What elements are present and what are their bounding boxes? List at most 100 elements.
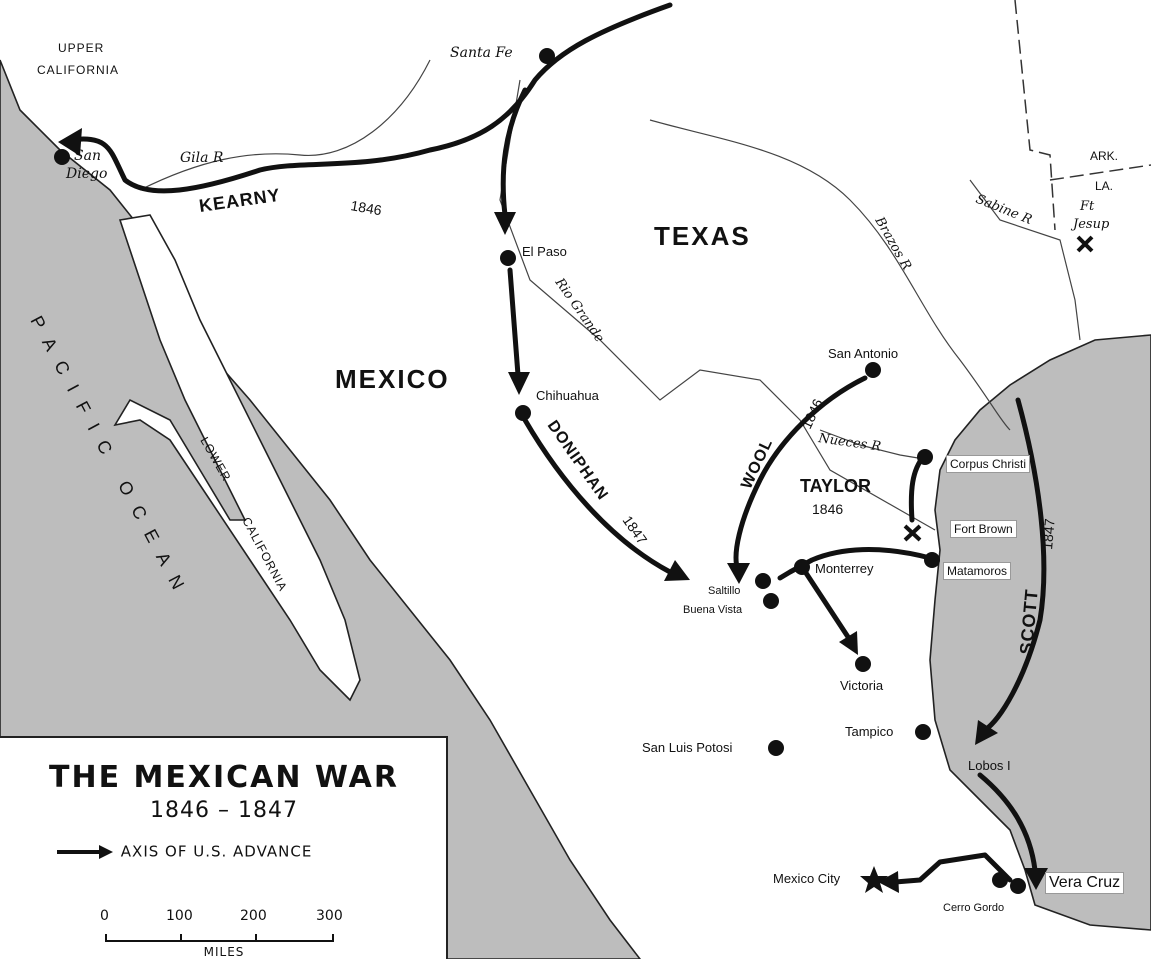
monterrey-label: Monterrey <box>815 561 874 576</box>
doniphan-route-chihuahua <box>507 267 521 378</box>
scott-arrowhead <box>878 871 899 893</box>
upper-california-label: UPPER <box>58 41 104 55</box>
nueces-river-label: Nueces R <box>816 431 882 455</box>
san-antonio-dot <box>865 362 881 378</box>
san-diego-label: San <box>74 148 101 164</box>
sabine-river <box>969 179 1081 341</box>
doniphan-route-north <box>500 87 528 218</box>
wool-arrowhead <box>727 563 750 584</box>
doniphan-arrowhead <box>508 372 530 395</box>
nueces-river <box>819 429 931 461</box>
buena-vista-label: Buena Vista <box>683 604 743 616</box>
scott-route-inland <box>892 852 1013 885</box>
scott-route-north <box>982 397 1047 733</box>
chihuahua-dot <box>515 405 531 421</box>
scott-year-label: 1847 <box>1039 518 1058 551</box>
mexico-city-label: Mexico City <box>773 871 841 886</box>
kearny-label: KEARNY <box>198 185 282 216</box>
wool-route <box>733 375 868 573</box>
legend-arrow-row: AXIS OF U.S. ADVANCE <box>55 842 312 862</box>
upper-california-label: CALIFORNIA <box>37 63 119 77</box>
la-label: LA. <box>1095 179 1113 193</box>
scott-arrowhead <box>975 720 998 745</box>
mexico-city-star <box>860 866 888 893</box>
chihuahua-label: Chihuahua <box>536 388 600 403</box>
tampico-dot <box>915 724 931 740</box>
fort-brown-label: Fort Brown <box>950 520 1017 538</box>
scale-unit-label: MILES <box>203 945 245 959</box>
scale-tick <box>180 934 182 940</box>
saltillo-dot <box>755 573 771 589</box>
santa-fe-label: Santa Fe <box>450 45 513 61</box>
doniphan-arrowhead <box>664 560 690 581</box>
victoria-label: Victoria <box>840 678 884 693</box>
brazos-river <box>649 119 1011 431</box>
doniphan-route-south <box>522 417 673 575</box>
gila-river-label: Gila R <box>180 150 224 166</box>
san-luis-potosi-label: San Luis Potosi <box>642 740 732 755</box>
doniphan-arrowhead <box>494 212 516 235</box>
taylor-route-victoria <box>803 570 853 643</box>
map-legend: THE MEXICAN WAR 1846 – 1847 AXIS OF U.S.… <box>0 736 448 959</box>
monterrey-dot <box>794 559 810 575</box>
matamoros-label: Matamoros <box>943 562 1012 580</box>
vera-cruz-label: Vera Cruz <box>1045 872 1125 894</box>
taylor-label: TAYLOR <box>800 476 871 496</box>
corpus-christi-label: Corpus Christi <box>946 455 1031 473</box>
san-luis-potosi-dot <box>768 740 784 756</box>
kearny-year-label: 1846 <box>349 197 383 218</box>
legend-arrow-label: AXIS OF U.S. ADVANCE <box>120 842 313 861</box>
scott-arrowhead <box>1024 868 1048 890</box>
ft-jesup-marker <box>1076 235 1094 253</box>
scale-tick-label: 300 <box>316 908 343 924</box>
gila-river <box>139 59 431 191</box>
scale-bar <box>105 934 334 942</box>
baja-california-landmass <box>113 214 361 702</box>
san-antonio-label: San Antonio <box>828 346 898 361</box>
taylor-year-label: 1846 <box>812 501 843 517</box>
sabine-river-label: Sabine R <box>974 192 1035 228</box>
buena-vista-dot <box>763 593 779 609</box>
scott-route-south <box>977 772 1038 873</box>
tampico-label: Tampico <box>845 724 893 739</box>
ft-jesup-label: Jesup <box>1070 217 1110 232</box>
mexico-label: MEXICO <box>335 364 450 394</box>
el-paso-label: El Paso <box>522 244 567 259</box>
state-border <box>1049 164 1151 181</box>
scale-tick <box>255 934 257 940</box>
gulf-of-mexico-area <box>929 334 1151 931</box>
arrow-icon <box>57 845 113 859</box>
taylor-arrowhead <box>839 631 858 655</box>
san-diego-label: Diego <box>65 166 107 182</box>
brazos-river-label: Brazos R <box>871 214 914 273</box>
ark-label: ARK. <box>1090 149 1118 163</box>
matamoros-dot <box>924 552 940 568</box>
texas-label: TEXAS <box>654 221 751 251</box>
map-title: THE MEXICAN WAR <box>49 760 399 795</box>
saltillo-label: Saltillo <box>708 585 740 597</box>
map-dates: 1846 – 1847 <box>150 798 298 823</box>
santa-fe-dot <box>539 48 555 64</box>
kearny-arrowhead <box>58 128 82 156</box>
el-paso-dot <box>500 250 516 266</box>
ft-jesup-label: Ft <box>1079 199 1095 214</box>
scale-tick-label: 200 <box>240 908 267 924</box>
scale-tick-label: 100 <box>166 908 193 924</box>
scale-tick-label: 0 <box>100 908 109 924</box>
san-diego-dot <box>54 149 70 165</box>
rio-grande-river <box>499 79 936 531</box>
state-border <box>1014 0 1056 231</box>
rio-grande-label: Rio Grande <box>551 275 607 346</box>
corpus-christi-dot <box>917 449 933 465</box>
cerro-gordo-label: Cerro Gordo <box>943 902 1004 914</box>
taylor-route-north <box>908 453 927 523</box>
taylor-route-monterrey <box>777 547 933 581</box>
fort-brown-marker <box>903 524 922 542</box>
cerro-gordo-dot <box>992 872 1008 888</box>
victoria-dot <box>855 656 871 672</box>
wool-year-label: 1846 <box>798 396 826 431</box>
vera-cruz-dot <box>1010 878 1026 894</box>
kearny-route <box>67 2 673 194</box>
lobos-label: Lobos I <box>968 758 1011 773</box>
